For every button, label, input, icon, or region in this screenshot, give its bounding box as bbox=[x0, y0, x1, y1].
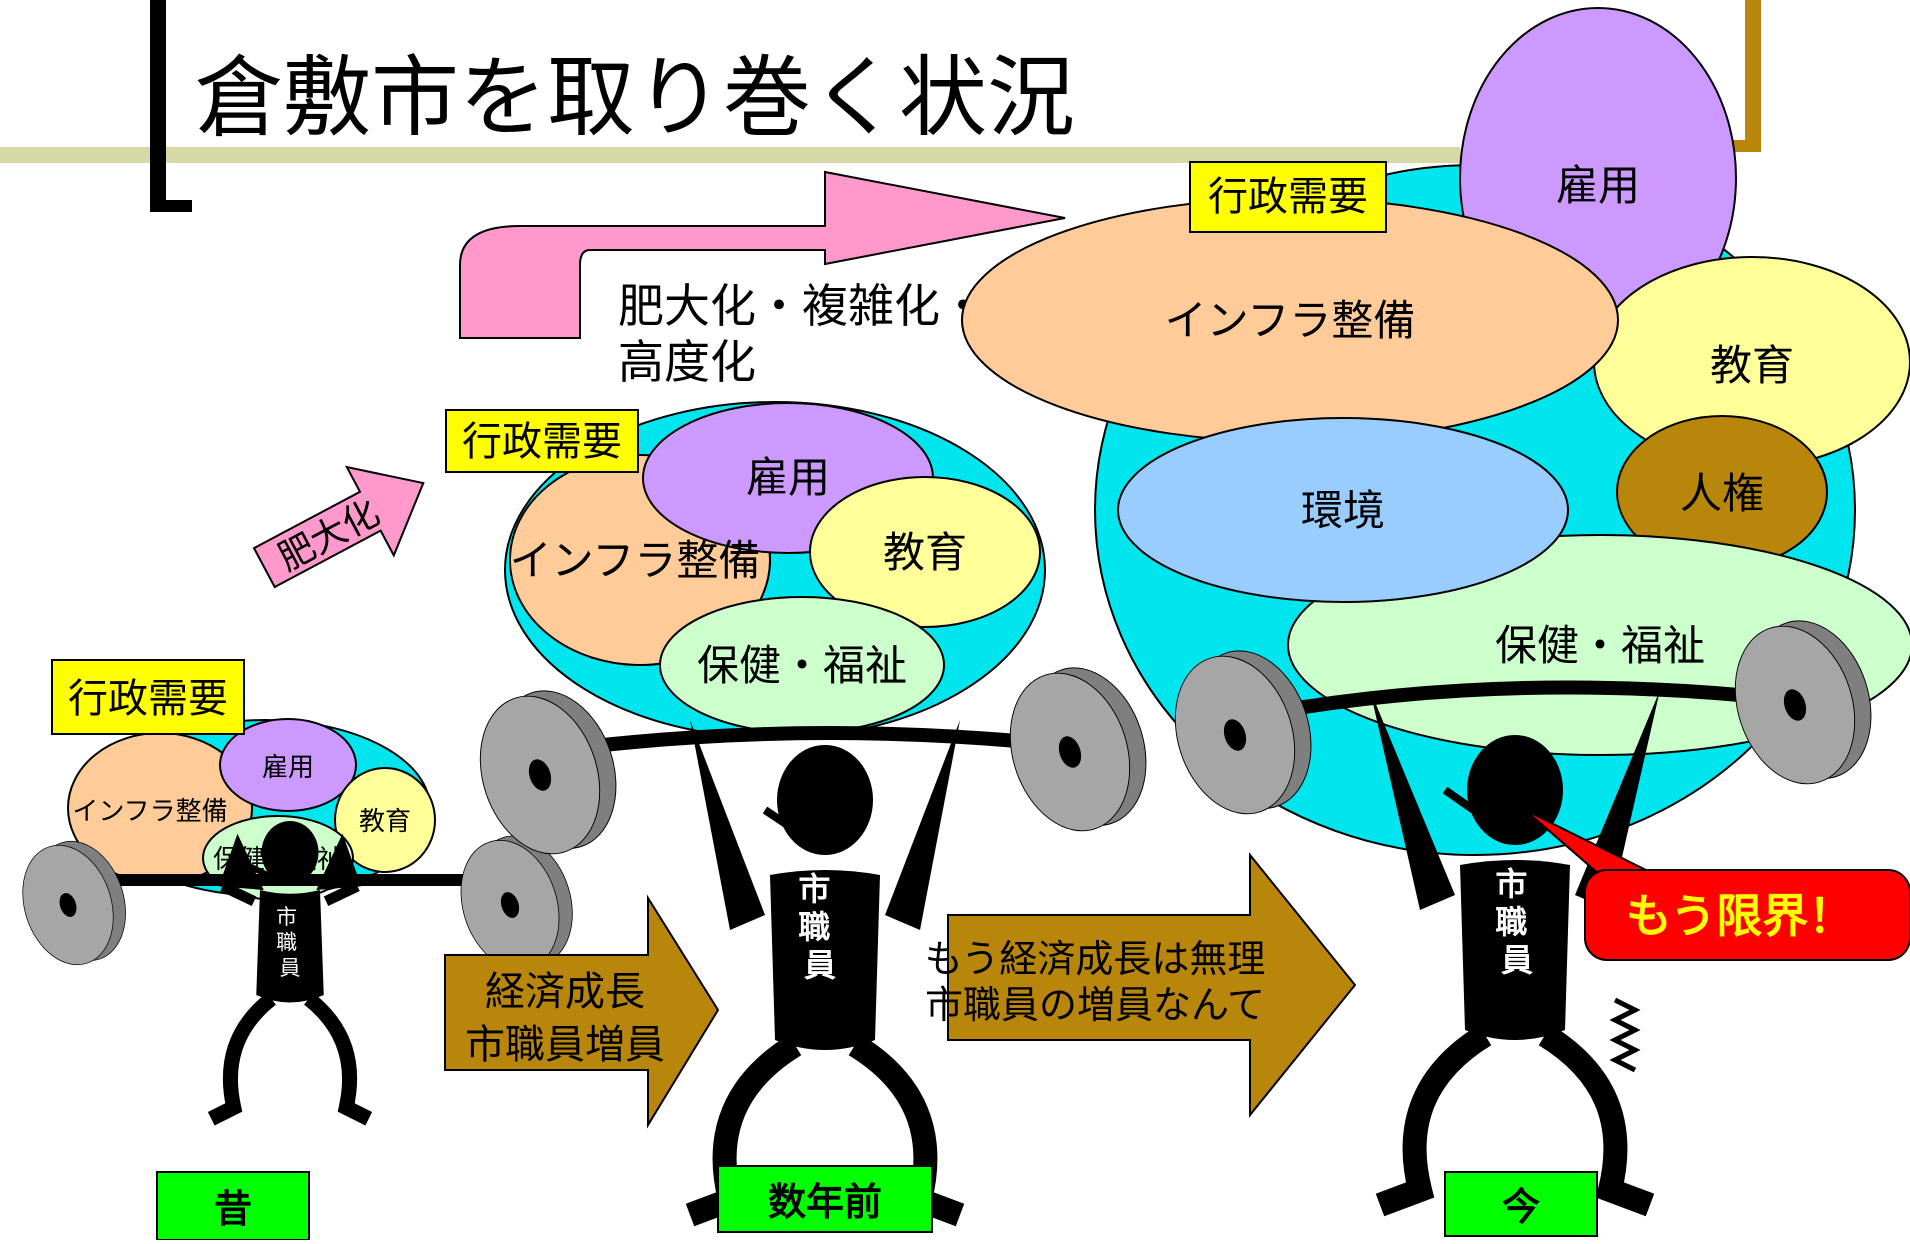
demand-cluster-few-years-ago: インフラ整備 雇用 教育 保健・福祉 行政需要 bbox=[445, 401, 1046, 739]
figure-label-few-years-ago-char3: 員 bbox=[804, 946, 836, 984]
demand-label-few-years-ago: 行政需要 bbox=[462, 419, 622, 465]
transition-arrow-2: もう経済成長は無理 市職員の増員なんて bbox=[925, 852, 1357, 1118]
growth-arrow-small-label: 肥大化 bbox=[272, 493, 387, 580]
transition-1-line1: 経済成長 bbox=[485, 969, 645, 1015]
demand-cluster-now: 雇用 教育 インフラ整備 人権 保健・福祉 環境 行政需要 bbox=[961, 7, 1910, 856]
figure-past: 市 職 員 bbox=[207, 821, 373, 1126]
environment-label-now: 環境 bbox=[1301, 486, 1385, 535]
growth-text-line1: 肥大化・複雑化・ bbox=[618, 279, 986, 333]
figure-head-few-years-ago bbox=[777, 745, 873, 855]
growth-arrow-shape bbox=[459, 170, 1066, 339]
limit-callout-box bbox=[1584, 869, 1910, 961]
era-box-few-years-ago bbox=[717, 1165, 933, 1233]
growth-text-line2: 高度化 bbox=[618, 335, 756, 389]
plate-right-few-years-ago bbox=[990, 651, 1166, 847]
figure-head-past bbox=[261, 821, 319, 884]
figure-label-now-char3: 員 bbox=[1501, 941, 1533, 979]
health-welfare-label-now: 保健・福祉 bbox=[1495, 621, 1705, 670]
growth-arrow-small: 肥大化 bbox=[252, 465, 425, 589]
transition-2-line2: 市職員の増員なんて bbox=[925, 983, 1265, 1027]
figure-label-past-char2: 職 bbox=[276, 930, 297, 954]
figure-label-past-char3: 員 bbox=[280, 956, 301, 980]
education-bubble-past bbox=[334, 767, 436, 873]
figure-label-past-char1: 市 bbox=[276, 905, 297, 929]
growth-arrow-small-shape bbox=[252, 465, 425, 589]
transition-arrow-1: 経済成長 市職員増員 bbox=[444, 894, 720, 1129]
figure-label-past: 市 職 員 bbox=[276, 905, 304, 980]
bar-now bbox=[1238, 680, 1791, 725]
title-bracket-foot bbox=[150, 200, 192, 212]
figure-label-few-years-ago-char1: 市 bbox=[798, 870, 830, 908]
transition-1-line2: 市職員増員 bbox=[465, 1022, 665, 1068]
figure-body-past bbox=[256, 890, 324, 1003]
figure-label-now-char1: 市 bbox=[1495, 865, 1527, 903]
infrastructure-label-few-years-ago: インフラ整備 bbox=[510, 536, 761, 585]
demand-label-past: 行政需要 bbox=[68, 676, 228, 722]
limit-callout-text: もう限界！ bbox=[1626, 889, 1855, 943]
demand-label-box-past bbox=[51, 659, 245, 735]
health-welfare-label-few-years-ago: 保健・福祉 bbox=[697, 641, 907, 690]
title-right-bracket bbox=[1745, 0, 1761, 152]
title-left-bracket bbox=[150, 0, 166, 212]
growth-arrow-large: 肥大化・複雑化・ 高度化 bbox=[459, 170, 1066, 389]
page-title: 倉敷市を取り巻く状況 bbox=[195, 46, 1075, 149]
limit-callout: もう限界！ bbox=[1524, 809, 1910, 961]
barbell-now bbox=[1155, 604, 1891, 830]
demand-label-box-now bbox=[1189, 161, 1387, 233]
environment-bubble-now bbox=[1117, 417, 1569, 603]
era-box-now bbox=[1444, 1171, 1598, 1237]
demand-label-box-few-years-ago bbox=[445, 409, 639, 473]
employment-bubble-past bbox=[219, 718, 357, 812]
transition-arrow-1-shape bbox=[444, 894, 720, 1129]
human-rights-label-now: 人権 bbox=[1680, 469, 1764, 518]
era-label-past: 昔 bbox=[214, 1187, 252, 1231]
figure-label-few-years-ago-char2: 職 bbox=[798, 908, 830, 946]
education-label-few-years-ago: 教育 bbox=[883, 528, 967, 577]
era-label-few-years-ago: 数年前 bbox=[768, 1180, 882, 1224]
figure-label-now-char2: 職 bbox=[1495, 903, 1527, 941]
plate-left-few-years-ago bbox=[460, 674, 636, 870]
era-label-now: 今 bbox=[1502, 1185, 1540, 1229]
education-bubble-few-years-ago bbox=[809, 476, 1041, 628]
title-area: 倉敷市を取り巻く状況 bbox=[0, 0, 1761, 212]
transition-2-line1: もう経済成長は無理 bbox=[925, 937, 1266, 981]
education-label-now: 教育 bbox=[1710, 341, 1794, 390]
shake-lines-right bbox=[1609, 997, 1641, 1073]
employment-label-now: 雇用 bbox=[1556, 161, 1640, 210]
education-label-past: 教育 bbox=[359, 807, 411, 837]
figure-few-years-ago bbox=[685, 720, 965, 1227]
infrastructure-label-past: インフラ整備 bbox=[72, 797, 227, 827]
demand-label-now: 行政需要 bbox=[1208, 174, 1368, 220]
bar-few-years-ago bbox=[544, 726, 1061, 759]
employment-label-past: 雇用 bbox=[262, 753, 314, 783]
figure-label-few-years-ago: 市 職 員 bbox=[798, 870, 841, 984]
era-labels: 昔 数年前 今 bbox=[156, 1165, 1598, 1241]
figure-label-now: 市 職 員 bbox=[1495, 865, 1538, 979]
figure-body-few-years-ago bbox=[770, 870, 880, 1050]
figure-body-now bbox=[1460, 860, 1570, 1040]
barbell-few-years-ago bbox=[460, 651, 1166, 870]
infrastructure-label-now: インフラ整備 bbox=[1165, 296, 1416, 345]
employment-label-few-years-ago: 雇用 bbox=[746, 453, 830, 502]
transition-arrow-2-shape bbox=[947, 852, 1357, 1118]
title-underline-bar bbox=[0, 147, 1460, 163]
